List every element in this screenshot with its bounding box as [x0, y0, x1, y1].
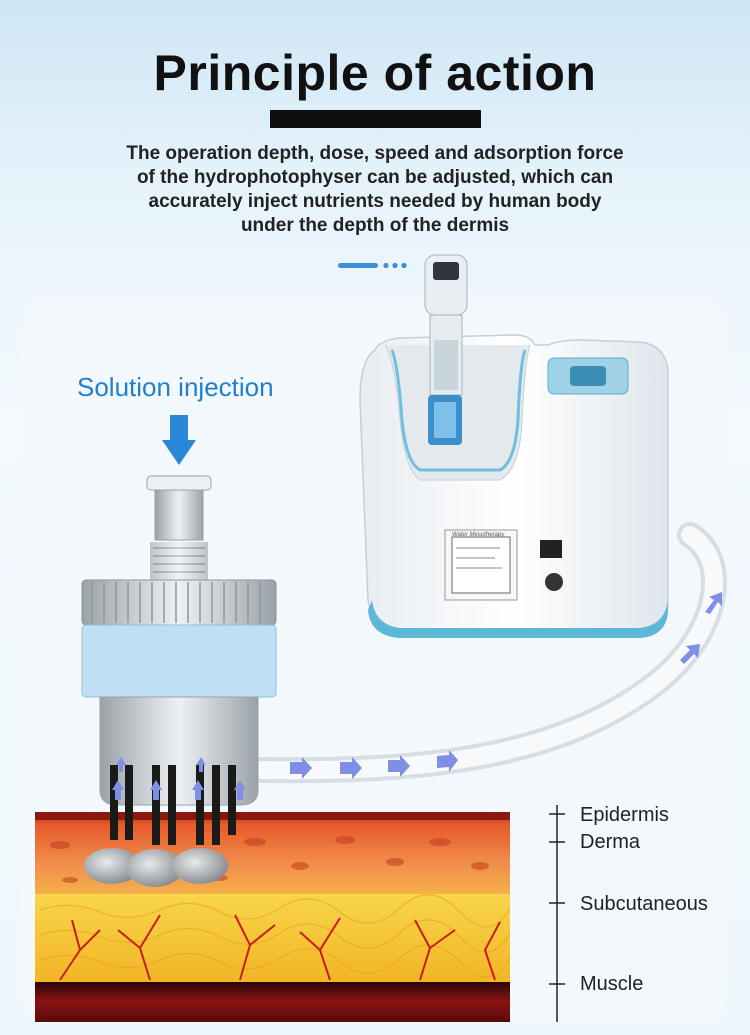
- handpiece: [424, 254, 468, 445]
- skin-cross-section: [35, 812, 511, 1022]
- solution-injection-label: Solution injection: [77, 372, 274, 402]
- flow-arrows: [290, 592, 722, 779]
- layer-label-subcutaneous: Subcutaneous: [580, 893, 708, 915]
- page-description: The operation depth, dose, speed and ads…: [126, 143, 624, 236]
- needle-flow-arrows: [112, 757, 246, 800]
- down-arrow-icon: [162, 415, 196, 465]
- layer-label-derma: Derma: [580, 831, 641, 853]
- title-underline: [270, 110, 481, 128]
- device-brand-label: Water Mesotherapy: [452, 532, 505, 538]
- page-title: Principle of action: [153, 45, 597, 101]
- layer-label-epidermis: Epidermis: [580, 804, 669, 826]
- cartridge: [81, 475, 277, 806]
- layer-scale: [549, 805, 565, 1022]
- layer-label-muscle: Muscle: [580, 973, 644, 995]
- needles: [84, 765, 236, 887]
- decorative-dots: [338, 262, 407, 269]
- device-machine: [359, 254, 669, 638]
